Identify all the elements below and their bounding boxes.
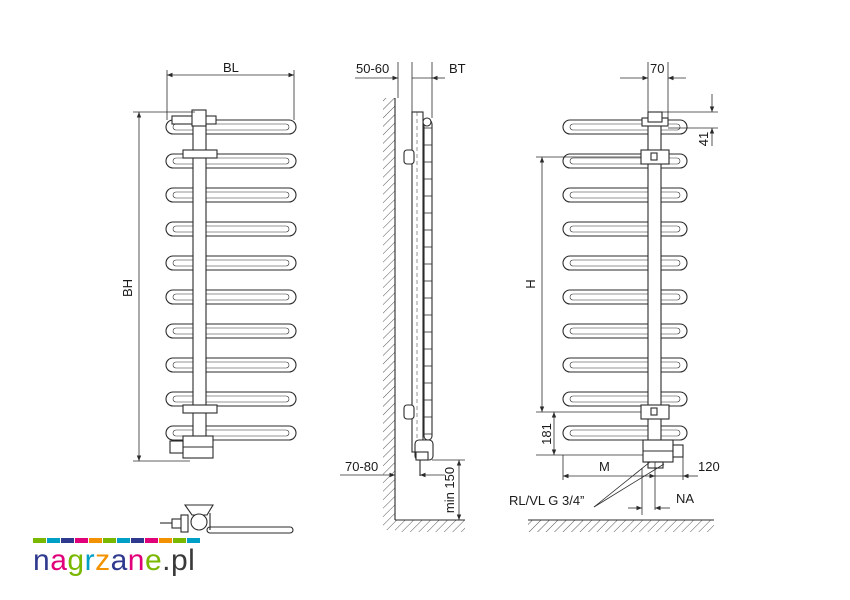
label-wall-side: 70-80 xyxy=(345,459,378,474)
right-coils xyxy=(562,119,688,441)
right-coil-inner xyxy=(569,259,681,267)
left-coil xyxy=(165,323,297,339)
left-coil-inner xyxy=(172,395,290,403)
side-bracket-top xyxy=(403,149,415,165)
brand-letter: g xyxy=(67,544,85,577)
brand-bar-segment xyxy=(47,538,60,543)
left-coil xyxy=(165,357,297,373)
left-coils xyxy=(165,119,297,441)
valve-top-view xyxy=(160,504,294,534)
label-side-120: 120 xyxy=(698,459,720,474)
left-coil-inner xyxy=(172,327,290,335)
side-coil-ticks xyxy=(424,127,432,435)
brand-bar-segment xyxy=(131,538,144,543)
left-coil xyxy=(165,391,297,407)
brand-letter: z xyxy=(95,544,111,577)
left-valve-head xyxy=(169,440,184,454)
left-coil-inner xyxy=(172,293,290,301)
brand-letter: a xyxy=(50,544,68,577)
brand-bar-segment xyxy=(33,538,46,543)
label-min-floor: min 150 xyxy=(442,467,457,513)
label-pipe-spacing: 70 xyxy=(650,61,664,76)
brand-bar-segment xyxy=(103,538,116,543)
left-coil xyxy=(165,221,297,237)
right-coil xyxy=(562,425,688,441)
brand-name: nagrzane.pl xyxy=(33,544,195,578)
brand-letter: n xyxy=(127,544,145,577)
brand-letter: n xyxy=(33,544,51,577)
label-center-m: M xyxy=(599,459,610,474)
brand-bar-segment xyxy=(145,538,158,543)
brand-bar-segment xyxy=(61,538,74,543)
left-coil-inner xyxy=(172,259,290,267)
left-top-plug xyxy=(191,109,207,127)
right-coil xyxy=(562,357,688,373)
left-coil xyxy=(165,255,297,271)
right-coil xyxy=(562,391,688,407)
front-view-left xyxy=(133,70,297,462)
brand-bar-segment xyxy=(117,538,130,543)
side-view-middle xyxy=(340,62,465,532)
right-coil-inner xyxy=(569,123,681,131)
right-top-plug xyxy=(647,111,663,123)
brand-letter: a xyxy=(110,544,128,577)
right-coil-inner xyxy=(569,429,681,437)
left-coil-inner xyxy=(172,361,290,369)
brand-bar-segment xyxy=(75,538,88,543)
left-collector xyxy=(192,119,207,451)
right-coil xyxy=(562,187,688,203)
label-top-offset: 41 xyxy=(696,132,711,146)
right-coil xyxy=(562,255,688,271)
left-coil-inner xyxy=(172,429,290,437)
label-bottom-height: 181 xyxy=(539,423,554,445)
left-bracket-1 xyxy=(182,149,218,159)
label-height: H xyxy=(523,279,538,288)
brand-letter: r xyxy=(84,544,96,577)
brand-color-bar xyxy=(33,538,200,543)
brand-bar-segment xyxy=(173,538,186,543)
left-coil-inner xyxy=(172,157,290,165)
brand-bar-segment xyxy=(89,538,102,543)
left-coil-inner xyxy=(172,123,290,131)
label-bl: BL xyxy=(223,60,239,75)
left-coil xyxy=(165,289,297,305)
side-bracket-bottom xyxy=(403,404,415,420)
right-floor-hatch xyxy=(528,520,714,532)
side-coil-profile xyxy=(423,119,433,441)
label-connection: RL/VL G 3/4” xyxy=(509,493,584,508)
right-coil-inner xyxy=(569,327,681,335)
left-coil-inner xyxy=(172,191,290,199)
floor-hatch xyxy=(395,520,465,532)
right-coil-inner xyxy=(569,293,681,301)
left-coil-inner xyxy=(172,225,290,233)
right-coil-inner xyxy=(569,395,681,403)
right-collector xyxy=(647,117,662,451)
label-bh: BH xyxy=(120,279,135,297)
left-coil xyxy=(165,187,297,203)
label-bt: BT xyxy=(449,61,466,76)
right-coil-inner xyxy=(569,191,681,199)
label-wall-gap: 50-60 xyxy=(356,61,389,76)
brand-bar-segment xyxy=(187,538,200,543)
wall-hatch xyxy=(383,98,395,530)
brand-letter: e xyxy=(144,544,163,577)
right-coil-inner xyxy=(569,361,681,369)
right-coil-inner xyxy=(569,225,681,233)
right-coil xyxy=(562,289,688,305)
label-na: NA xyxy=(676,491,694,506)
brand-letter: .pl xyxy=(162,544,196,577)
left-bracket-2 xyxy=(182,404,218,414)
front-view-right xyxy=(528,62,718,532)
right-coil-inner xyxy=(569,157,681,165)
right-coil xyxy=(562,221,688,237)
brand-bar-segment xyxy=(159,538,172,543)
right-coil xyxy=(562,323,688,339)
